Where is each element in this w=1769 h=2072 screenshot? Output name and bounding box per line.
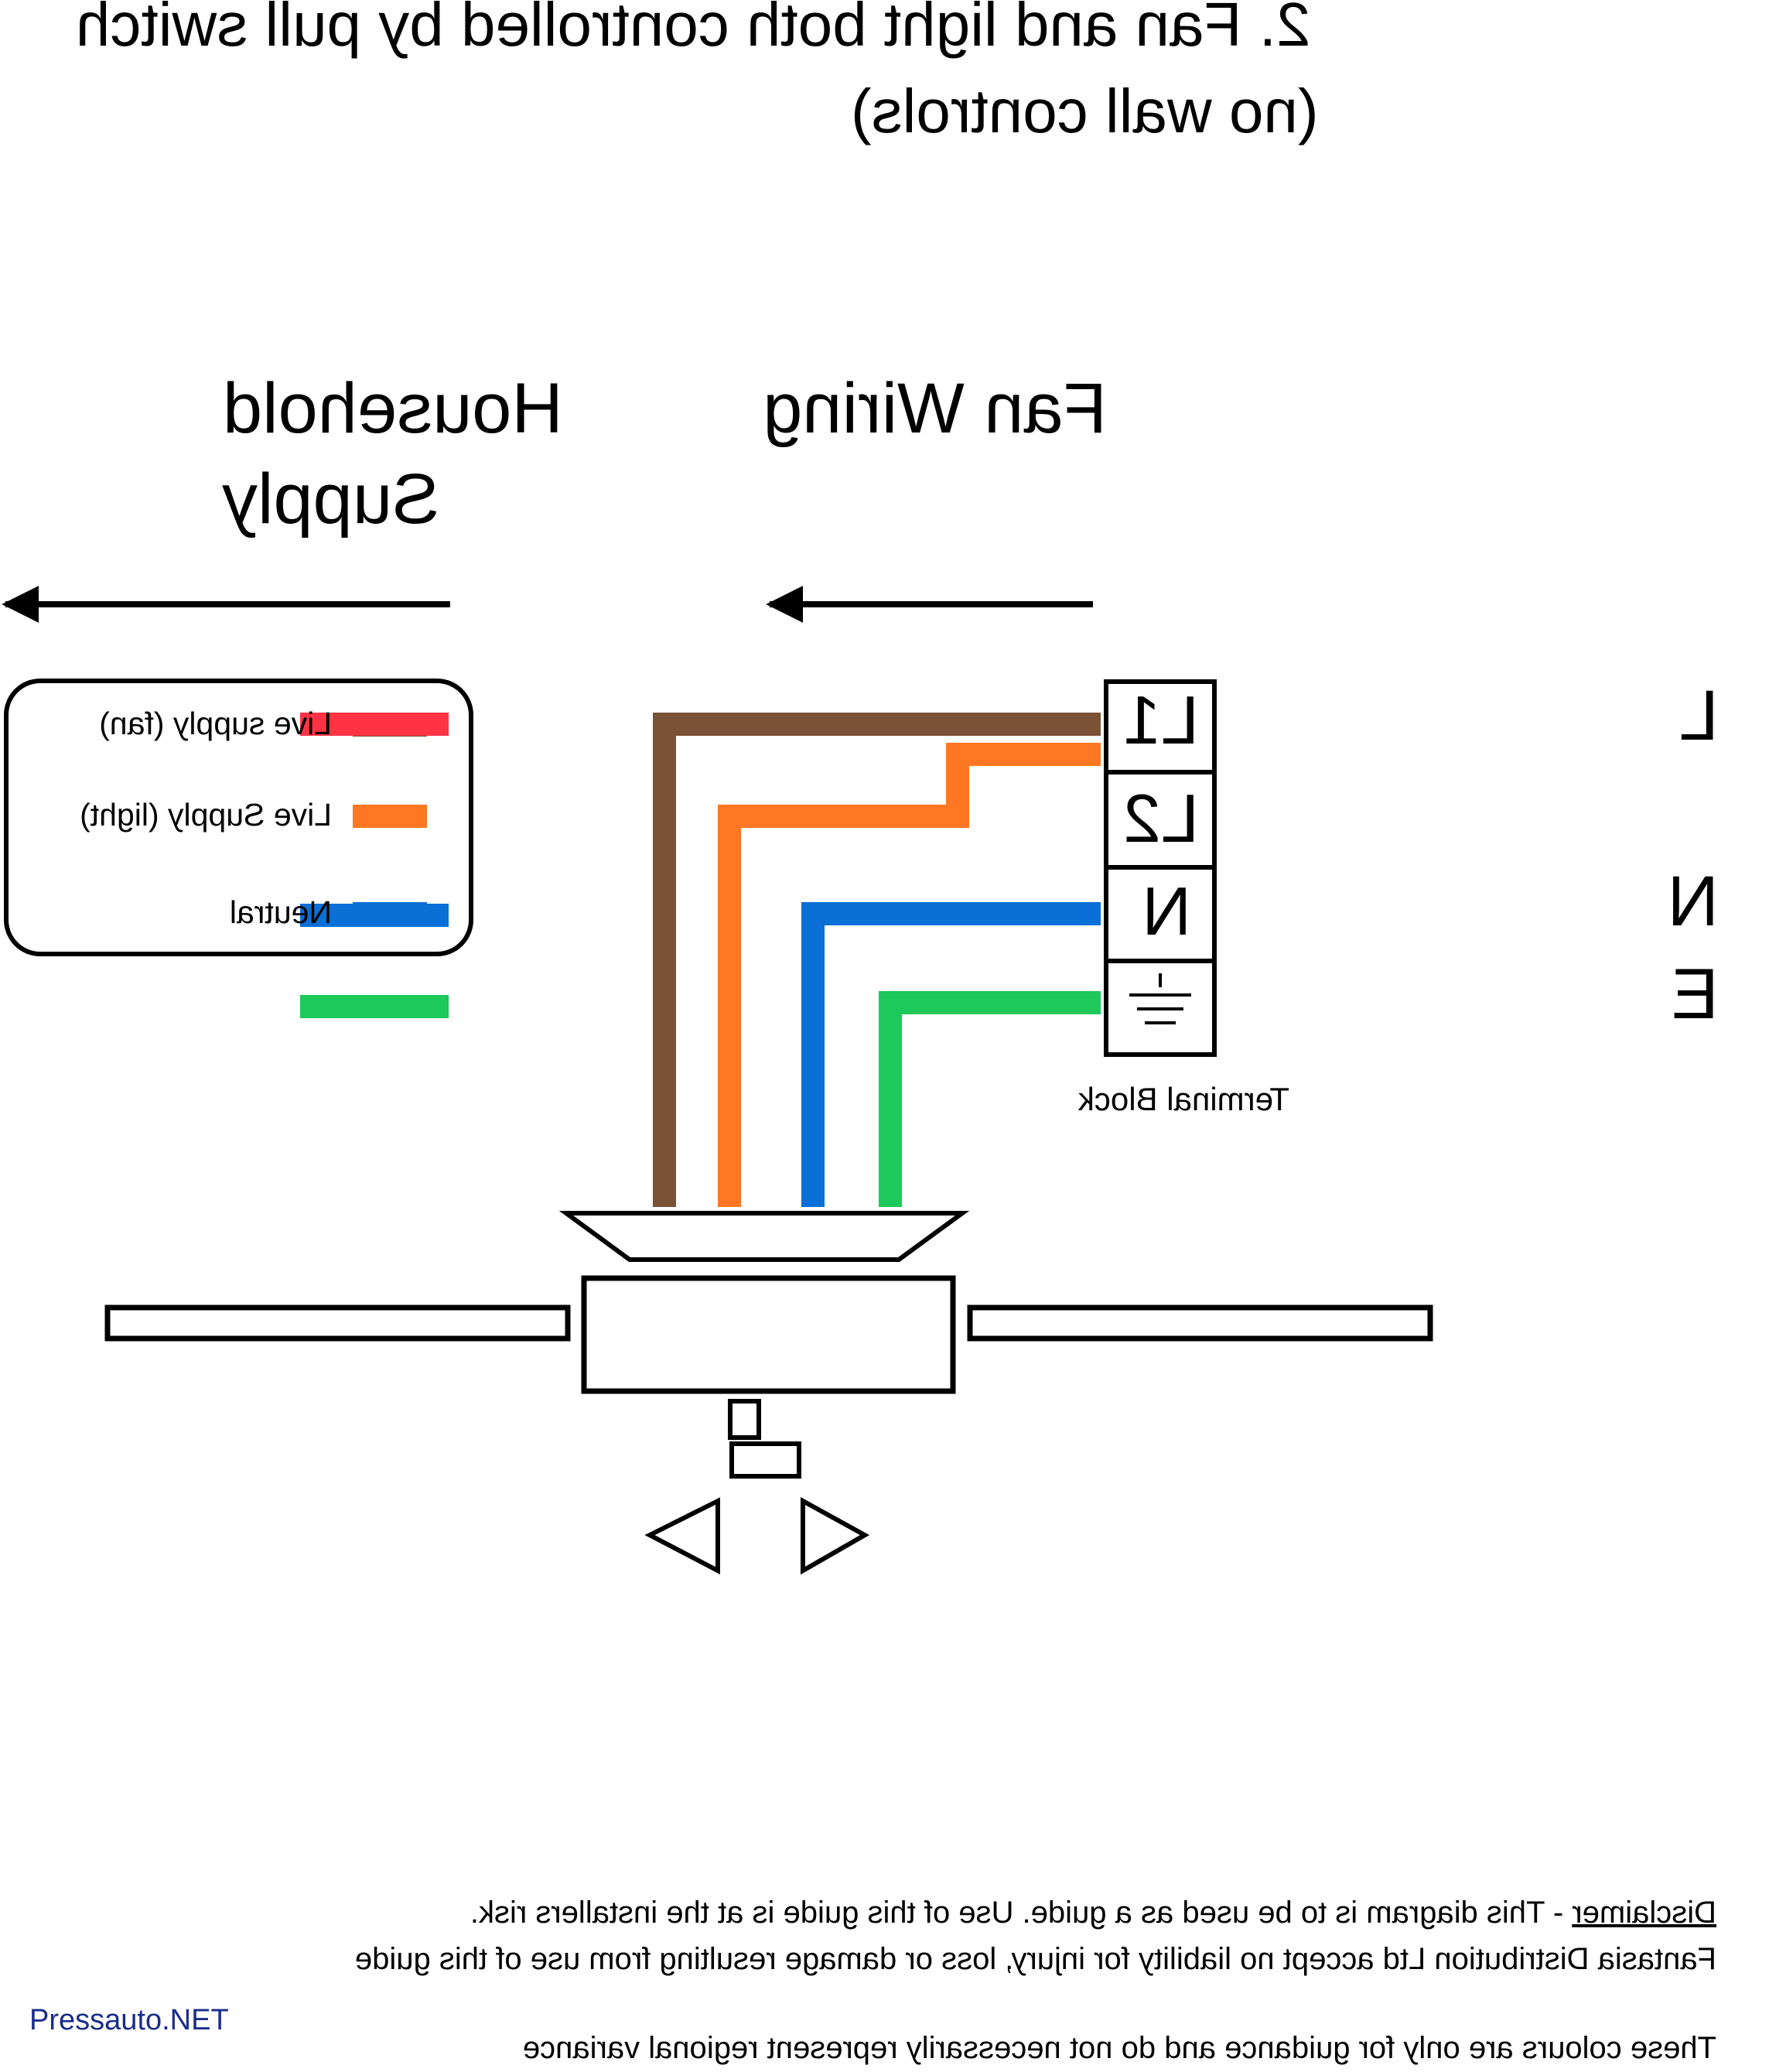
fan-light-stem <box>728 1399 761 1440</box>
supply-label-live: L <box>1679 676 1719 755</box>
disclaimer-line-3: These colours are only for guidance and … <box>522 2031 1716 2065</box>
legend-label-neutral: Neutral <box>229 894 332 930</box>
supply-label-earth: E <box>1671 955 1719 1034</box>
disclaimer-heading: Disclaimer <box>1572 1896 1716 1930</box>
terminal-label-l1: L1 <box>1123 682 1199 758</box>
household-supply-label-line2: Supply <box>222 460 440 539</box>
page-title: 2. Fan and light both controlled by pull… <box>76 0 1311 59</box>
fan-light-shade-right <box>644 1497 720 1575</box>
fan-blade-right <box>104 1304 571 1342</box>
legend-label-fan-live: Live supply (fan) <box>99 706 332 741</box>
fan-wiring-label: Fan Wiring <box>763 369 1107 448</box>
wire-light-live <box>718 743 1101 1207</box>
terminal-label-n: N <box>1142 873 1191 949</box>
wire-fan-live <box>653 713 1101 1207</box>
page-subtitle: (no wall controls) <box>851 77 1319 145</box>
fan-light-fitting <box>729 1441 801 1479</box>
disclaimer-line-1-text: - This diagram is to be used as a guide.… <box>470 1896 1573 1930</box>
fan-canopy <box>558 1211 970 1262</box>
watermark-text: Pressauto.NET <box>29 2004 229 2036</box>
household-supply-label-line1: Household <box>223 369 563 448</box>
fan-blade-left <box>967 1304 1433 1342</box>
ground-symbol-icon <box>1129 973 1191 1024</box>
terminal-block-caption: Terminal Block <box>1077 1081 1289 1117</box>
legend-swatch-light-live <box>353 805 427 828</box>
legend-box <box>4 679 473 956</box>
supply-label-neutral: N <box>1667 862 1719 941</box>
wire-neutral-fan <box>801 902 1101 1207</box>
terminal-label-l2: L2 <box>1123 780 1199 856</box>
legend-label-light-live: Live Supply (light) <box>80 797 332 833</box>
wire-earth-fan <box>879 991 1101 1207</box>
fan-light-shade-left <box>801 1496 870 1575</box>
disclaimer-line-2: Fantasia Distribution Ltd accept no liab… <box>354 1942 1716 1976</box>
disclaimer-line-1: Disclaimer - This diagram is to be used … <box>470 1896 1716 1930</box>
fan-motor-housing <box>581 1275 956 1394</box>
